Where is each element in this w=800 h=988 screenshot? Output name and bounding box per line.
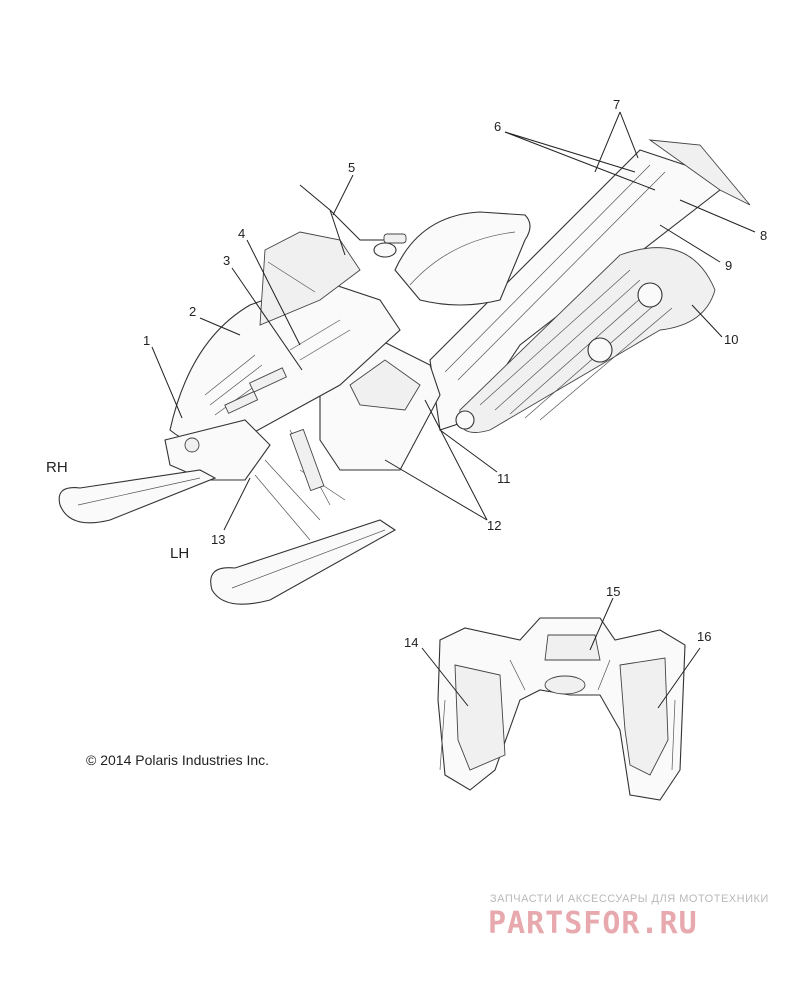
front-nose-panel-illustration (437, 617, 686, 801)
callout-labels: 1 2 3 4 5 6 7 8 9 10 11 12 13 14 15 16 R… (46, 97, 767, 650)
rear-flap (648, 139, 751, 206)
callout-3: 3 (223, 253, 230, 268)
rh-ski-groove (77, 477, 201, 506)
lh-ski (210, 519, 397, 605)
windshield (259, 231, 361, 326)
watermark-tagline: ЗАПЧАСТИ И АКСЕССУАРЫ ДЛЯ МОТОТЕХНИКИ (490, 893, 769, 905)
front-bumper (164, 419, 271, 481)
callout-10: 10 (724, 332, 738, 347)
callout-1: 1 (143, 333, 150, 348)
callout-16: 16 (697, 629, 711, 644)
callout-13: 13 (211, 532, 225, 547)
headlight (184, 437, 200, 453)
fuel-cap (373, 242, 397, 258)
callout-8: 8 (760, 228, 767, 243)
callout-6: 6 (494, 119, 501, 134)
seat-stitch (409, 231, 516, 286)
nose-panel-center-decal (544, 634, 601, 661)
copyright-notice: © 2014 Polaris Industries Inc. (86, 752, 270, 768)
handlebar-grip (383, 233, 407, 244)
hood-badge (248, 367, 288, 393)
callout-14: 14 (404, 635, 418, 650)
callout-7: 7 (613, 97, 620, 112)
callout-12: 12 (487, 518, 501, 533)
side-label-lh: LH (170, 545, 189, 562)
nose-panel-left-decal (454, 664, 506, 771)
handlebar-riser (329, 209, 346, 256)
idler-wheel-rear (637, 282, 663, 308)
leader-lines (151, 111, 756, 709)
callout-4: 4 (238, 226, 245, 241)
side-label-rh: RH (46, 459, 68, 476)
hood-vent-right (289, 319, 351, 361)
nose-panel-ribs (439, 659, 676, 771)
windshield-edge (267, 261, 316, 293)
callout-11: 11 (497, 471, 511, 486)
shock-absorber (289, 428, 325, 492)
callout-15: 15 (606, 584, 620, 599)
rh-ski (58, 469, 217, 524)
callout-9: 9 (725, 258, 732, 273)
idler-wheel-front (587, 337, 613, 363)
side-panel-decal (349, 359, 421, 411)
tunnel-rail-2 (457, 171, 666, 381)
lh-ski-groove (231, 529, 386, 589)
handlebar (299, 184, 400, 241)
snowmobile-illustration (58, 139, 751, 605)
watermark-logo: PARTSFOR.RU (488, 906, 698, 941)
nose-panel-light-opening (544, 675, 586, 695)
track-lugs (479, 269, 673, 421)
idler-wheel-lower (455, 410, 475, 430)
nose-panel-right-decal (619, 657, 669, 776)
callout-2: 2 (189, 304, 196, 319)
hood-badge-lower (224, 391, 259, 414)
tunnel-rail (444, 164, 651, 373)
callout-5: 5 (348, 160, 355, 175)
